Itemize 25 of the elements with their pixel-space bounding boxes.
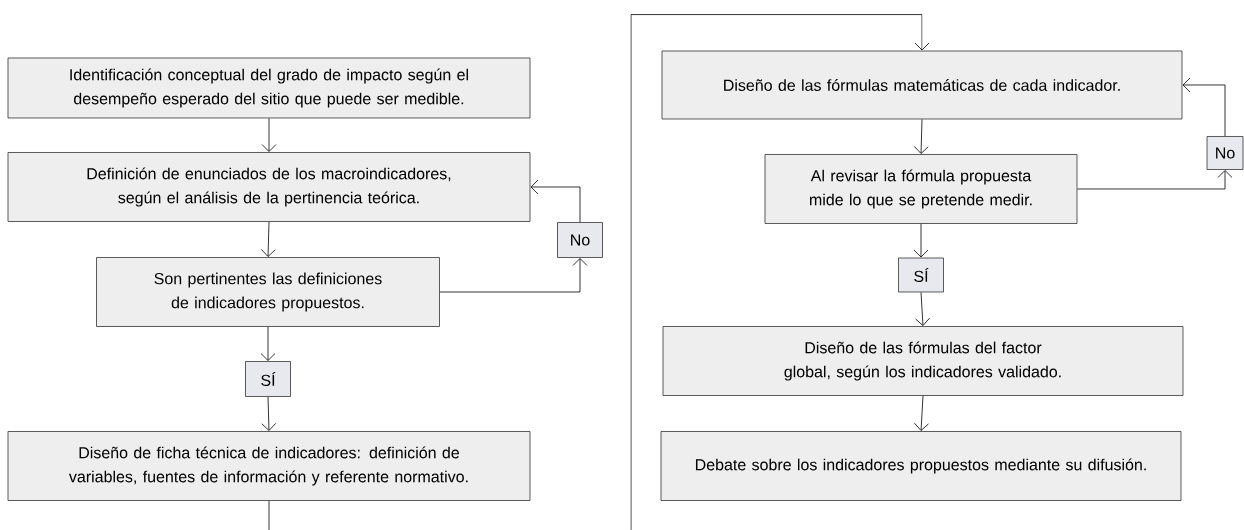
arrow [260,326,276,361]
arrow [914,395,929,431]
arrow [1182,77,1226,137]
arrow [913,119,929,154]
arrow [1077,170,1233,190]
process-box: Debate sobre los indicadores propuestos mediante su difusión. [660,431,1182,501]
arrow [260,221,276,257]
process-box: Diseño de ficha técnica de indicadores: definición de variables, fuentes de información y referente normativo. [7,431,531,501]
arrow [915,292,930,326]
process-box: Definición de enunciados de los macroindicadores, según el análisis de la pertinencia teórica. [7,152,531,222]
answer-box: No [557,222,603,258]
process-box: Identificación conceptual del grado de impacto según el desempeño esperado del sitio que puede ser medible. [7,57,531,119]
arrow [439,258,588,293]
answer-box: No [1206,136,1244,170]
answer-box: SÍ [245,361,291,397]
process-box: Al revisar la fórmula propuesta mide lo que se pretende medir. [764,154,1078,224]
process-box: Diseño de las fórmulas del factor global, según los indicadores validado. [662,326,1184,396]
arrow [913,223,929,258]
arrow [261,118,277,152]
arrow [630,14,930,530]
process-box: Diseño de las fórmulas matemáticas de cada indicador. [661,50,1183,120]
arrow [530,179,581,223]
answer-box: SÍ [898,257,944,293]
process-box: Son pertinentes las definiciones de indicadores propuestos. [96,257,440,327]
arrow [261,396,277,431]
